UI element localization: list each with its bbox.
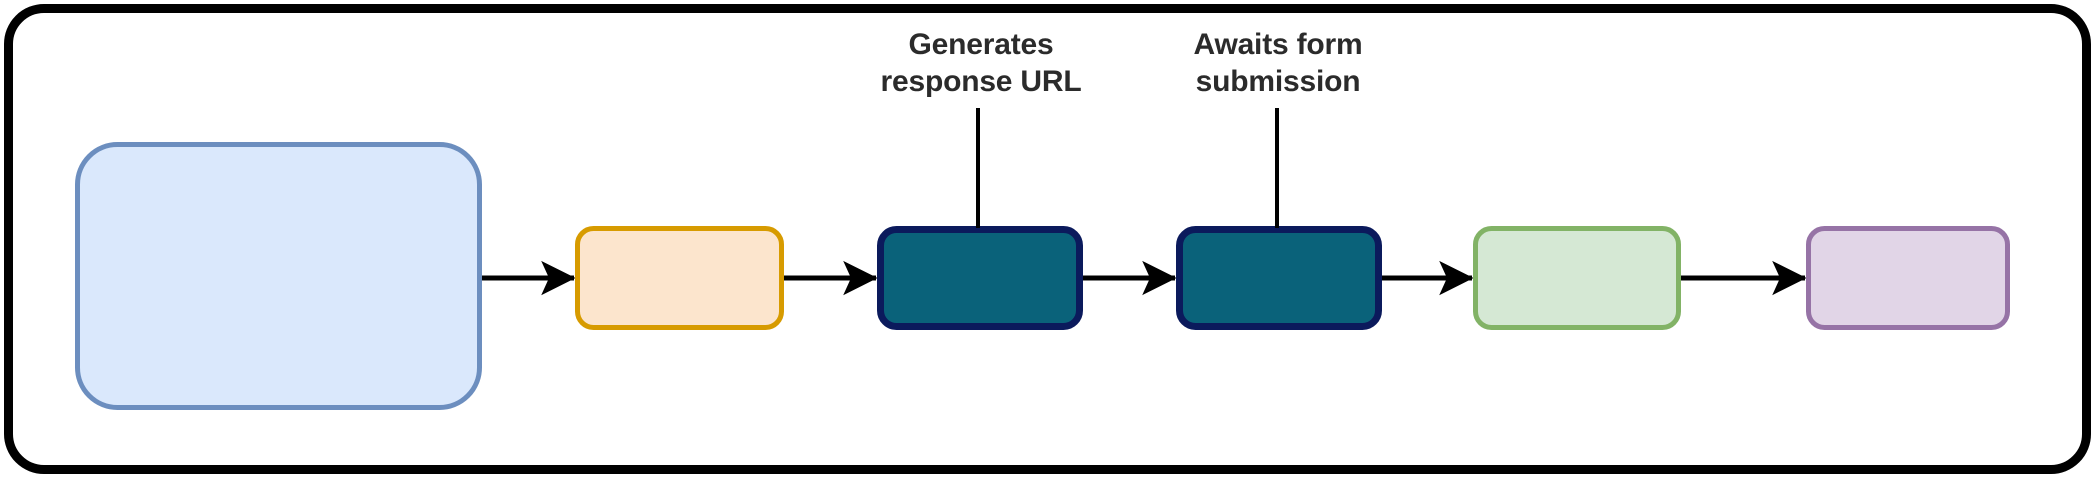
process-node-orange[interactable] xyxy=(575,226,784,330)
annotation-generates-response-url-label: Generates response URL xyxy=(880,28,1082,98)
annotation-connector-layer xyxy=(976,108,1279,228)
annotation-awaits-form-submission-label: Awaits form submission xyxy=(1193,28,1363,98)
process-node-purple[interactable] xyxy=(1806,226,2010,330)
process-node-green[interactable] xyxy=(1473,226,1681,330)
process-node-teal-awaits-form-submission[interactable] xyxy=(1176,226,1382,330)
process-node-teal-generates-response-url[interactable] xyxy=(877,226,1083,330)
node-layer xyxy=(75,142,2010,410)
process-node-blue[interactable] xyxy=(75,142,482,410)
